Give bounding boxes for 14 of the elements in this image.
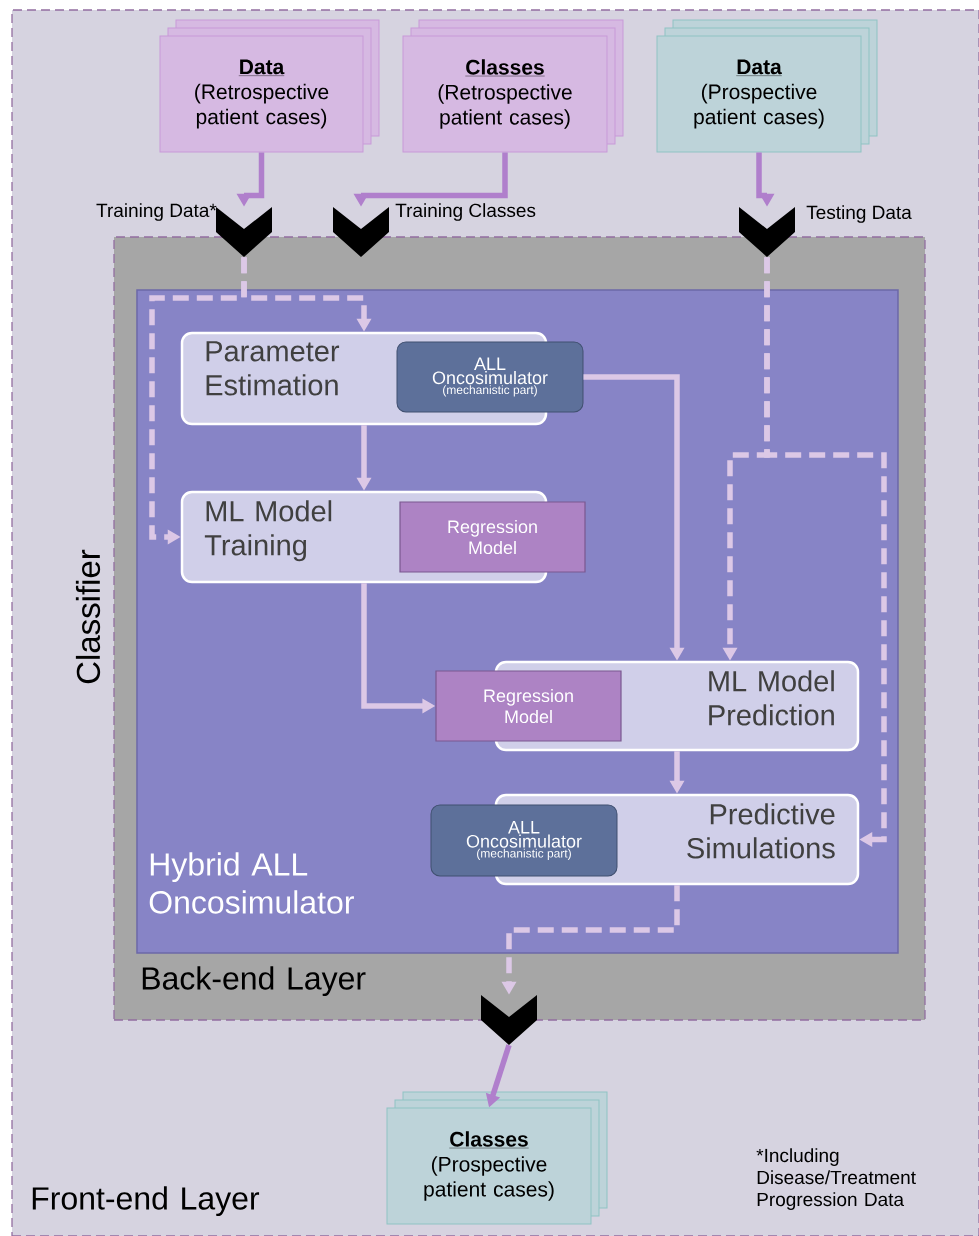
simulator-box: ALL Oncosimulator (mechanistic part) <box>396 341 584 413</box>
model-box: Regression Model <box>399 501 586 573</box>
document-stack: Classes (Retrospective patient cases) <box>402 19 624 153</box>
port-label: Training Classes <box>395 203 536 221</box>
footnote: *Including Disease/Treatment Progression Data <box>756 1148 916 1210</box>
axis-title: Classifier <box>75 549 101 684</box>
chevron-marker <box>481 995 537 1045</box>
document-stack: Data (Retrospective patient cases) <box>159 19 380 153</box>
document-stack: Classes (Prospective patient cases) <box>386 1091 608 1225</box>
port-label: Testing Data <box>806 205 912 223</box>
document-stack: Data (Prospective patient cases) <box>656 19 878 153</box>
arrow <box>764 257 887 847</box>
model-box: Regression Model <box>435 670 622 742</box>
simulator-box: ALL Oncosimulator (mechanistic part) <box>430 804 618 877</box>
